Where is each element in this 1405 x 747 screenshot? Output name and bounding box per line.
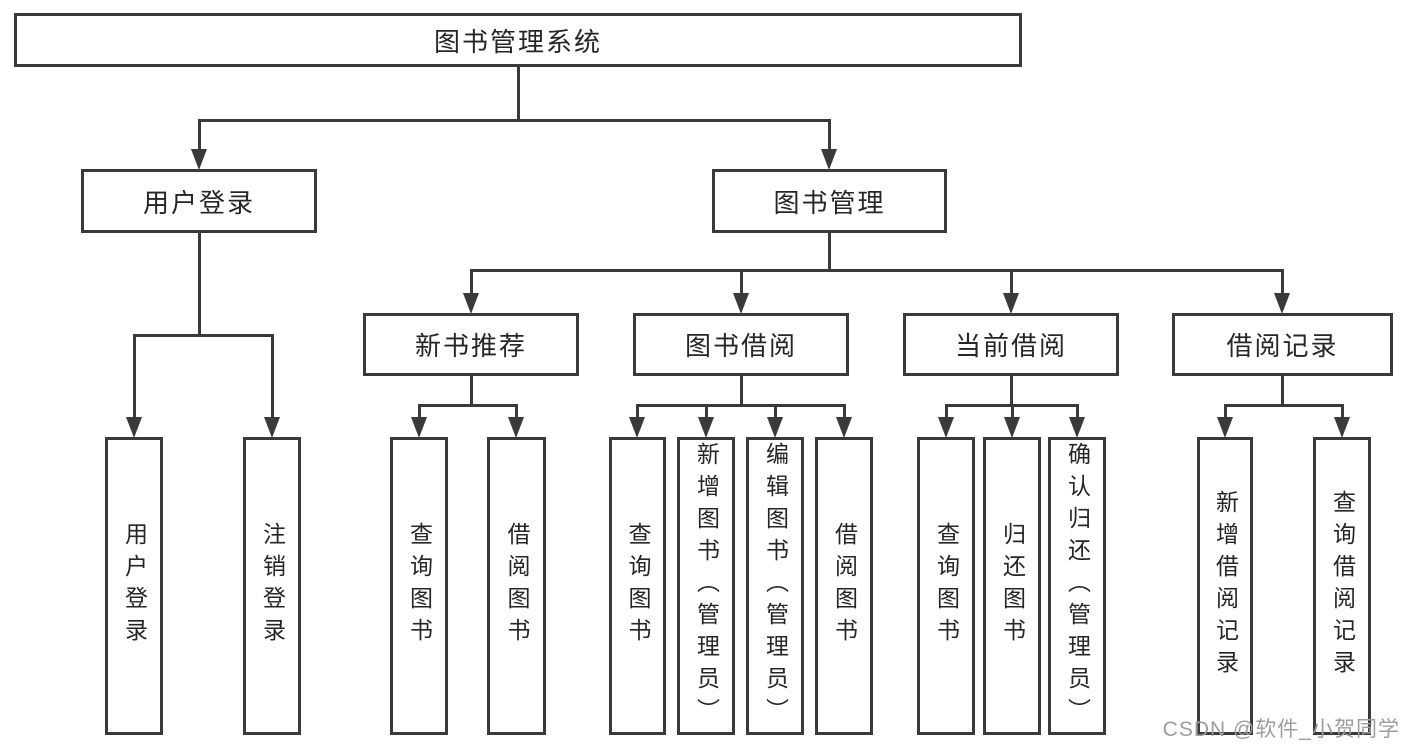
arrow-down-icon	[1004, 417, 1020, 438]
connector-line	[270, 334, 274, 419]
node-current-borrowing: 当前借阅	[903, 313, 1119, 376]
leaf-borrow-books-2: 借阅图书	[815, 437, 873, 735]
leaf-confirm-return-admin: 确认归还（管理员）	[1048, 437, 1106, 735]
connector-line	[197, 233, 201, 337]
leaf-query-books-1: 查询图书	[390, 437, 448, 735]
connector-line	[1280, 376, 1284, 407]
leaf-borrow-books-1: 借阅图书	[487, 437, 546, 735]
connector-line	[635, 404, 846, 407]
leaf-borrow-books-2-label: 借阅图书	[831, 522, 858, 650]
connector-line	[842, 404, 846, 419]
connector-line	[469, 376, 473, 407]
node-book-management-label: 图书管理	[773, 187, 886, 218]
node-book-borrowing-label: 图书借阅	[684, 331, 797, 361]
csdn-watermark: CSDN @软件_小贺同学	[1162, 718, 1400, 741]
connector-line	[197, 119, 831, 122]
connector-line	[773, 404, 777, 419]
connector-line	[739, 376, 743, 407]
arrow-down-icon	[1069, 417, 1085, 438]
connector-line	[1340, 404, 1344, 419]
connector-line	[1009, 269, 1013, 295]
leaf-add-borrow-record: 新增借阅记录	[1197, 437, 1253, 735]
connector-line	[197, 119, 201, 151]
arrow-down-icon	[767, 417, 783, 438]
node-book-management: 图书管理	[712, 169, 947, 233]
arrow-down-icon	[1217, 417, 1233, 438]
leaf-add-books-admin: 新增图书（管理员）	[677, 437, 735, 735]
leaf-confirm-return-admin-label: 确认归还（管理员）	[1064, 442, 1091, 730]
connector-line	[1223, 404, 1344, 407]
connector-line	[635, 404, 639, 419]
arrow-down-icon	[938, 417, 954, 438]
arrow-down-icon	[191, 149, 207, 170]
node-borrowing-records: 借阅记录	[1172, 313, 1393, 376]
leaf-return-books: 归还图书	[983, 437, 1041, 735]
arrow-down-icon	[264, 417, 280, 438]
connector-line	[739, 269, 743, 295]
node-user-login-group: 用户登录	[81, 169, 317, 233]
leaf-query-borrow-record-label: 查询借阅记录	[1329, 490, 1356, 682]
arrow-down-icon	[1274, 293, 1290, 314]
node-new-book-recommend: 新书推荐	[363, 313, 579, 376]
arrow-down-icon	[1003, 293, 1019, 314]
connector-line	[827, 233, 831, 272]
arrow-down-icon	[733, 293, 749, 314]
leaf-user-login-label: 用户登录	[121, 522, 148, 650]
arrow-down-icon	[411, 417, 427, 438]
node-borrowing-records-label: 借阅记录	[1226, 331, 1339, 361]
connector-line	[704, 404, 708, 419]
node-current-borrowing-label: 当前借阅	[954, 331, 1067, 361]
leaf-edit-books-admin: 编辑图书（管理员）	[746, 437, 804, 735]
leaf-add-books-admin-label: 新增图书（管理员）	[693, 442, 720, 730]
connector-line	[1223, 404, 1227, 419]
connector-line	[132, 334, 274, 337]
connector-line	[1075, 404, 1079, 419]
connector-line	[1009, 376, 1013, 407]
arrow-down-icon	[126, 417, 142, 438]
connector-line	[417, 404, 421, 419]
leaf-query-books-2-label: 查询图书	[625, 522, 651, 650]
arrow-down-icon	[836, 417, 852, 438]
connector-line	[469, 269, 473, 295]
arrow-down-icon	[629, 417, 645, 438]
leaf-query-borrow-record: 查询借阅记录	[1313, 437, 1371, 735]
leaf-user-login: 用户登录	[105, 437, 163, 735]
leaf-add-borrow-record-label: 新增借阅记录	[1212, 490, 1239, 682]
node-new-book-recommend-label: 新书推荐	[414, 331, 527, 361]
arrow-down-icon	[1334, 417, 1350, 438]
leaf-borrow-books-1-label: 借阅图书	[504, 522, 530, 650]
arrow-down-icon	[463, 293, 479, 314]
leaf-logout-label: 注销登录	[259, 522, 286, 650]
node-user-login-group-label: 用户登录	[142, 187, 255, 218]
connector-line	[417, 404, 518, 407]
arrow-down-icon	[821, 149, 837, 170]
node-root-library-system-label: 图书管理系统	[433, 26, 602, 57]
arrow-down-icon	[508, 417, 524, 438]
connector-line	[132, 334, 136, 419]
node-book-borrowing: 图书借阅	[633, 313, 849, 376]
connector-line	[1010, 404, 1014, 419]
leaf-query-books-2: 查询图书	[609, 437, 666, 735]
connector-line	[944, 404, 948, 419]
leaf-query-books-3-label: 查询图书	[933, 522, 960, 650]
connector-line	[469, 269, 1284, 272]
node-root-library-system: 图书管理系统	[14, 13, 1022, 67]
arrow-down-icon	[698, 417, 714, 438]
connector-line	[516, 67, 520, 122]
leaf-query-books-1-label: 查询图书	[406, 522, 433, 650]
connector-line	[827, 119, 831, 151]
connector-line	[514, 404, 518, 419]
leaf-edit-books-admin-label: 编辑图书（管理员）	[762, 442, 789, 730]
connector-line	[1280, 269, 1284, 295]
leaf-logout: 注销登录	[243, 437, 301, 735]
leaf-query-books-3: 查询图书	[917, 437, 975, 735]
leaf-return-books-label: 归还图书	[999, 522, 1026, 650]
